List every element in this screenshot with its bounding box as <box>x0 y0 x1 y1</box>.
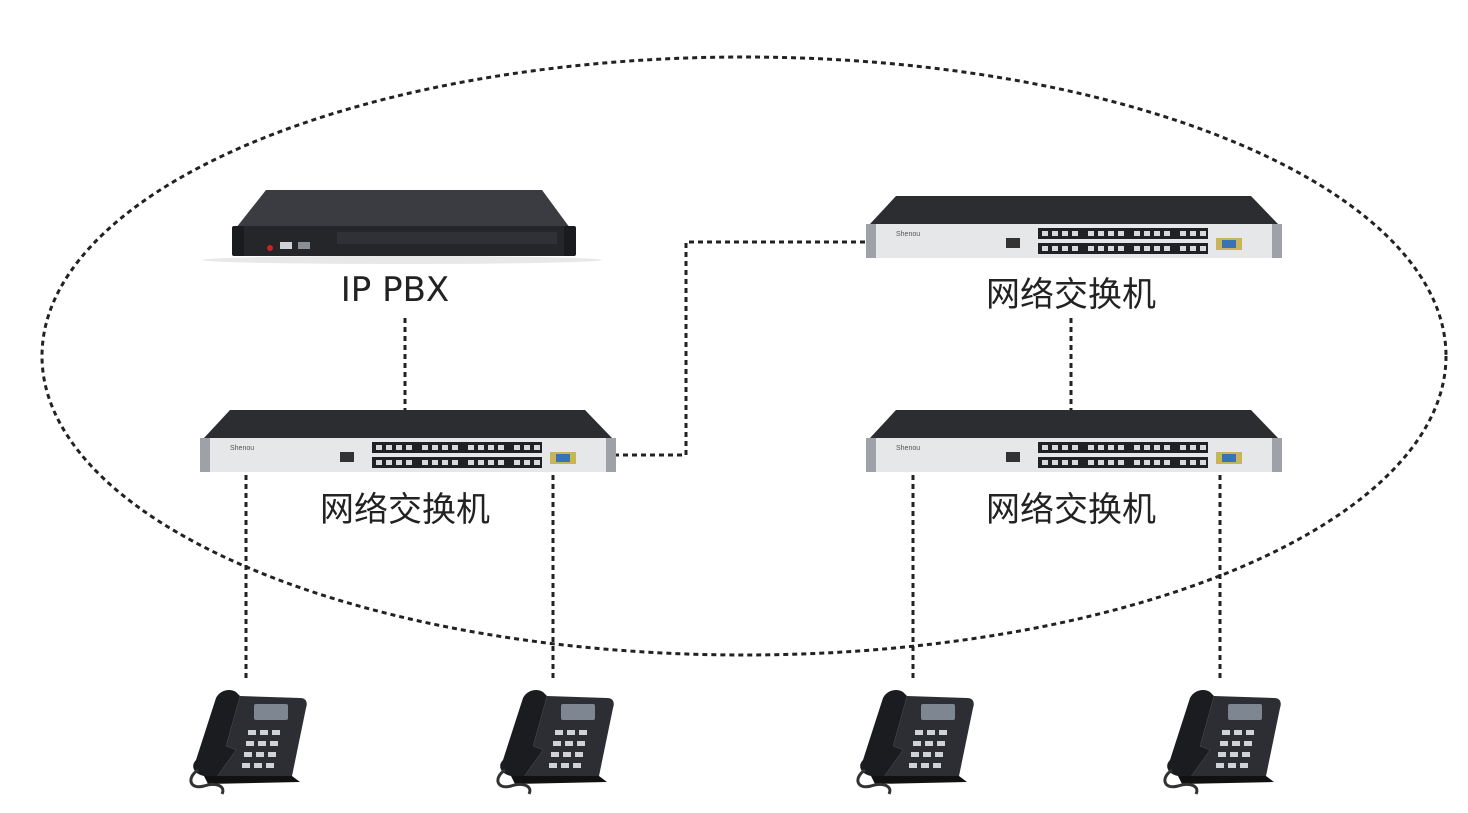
switch-top-right-label: 网络交换机 <box>986 275 1156 315</box>
network-boundary-ellipse <box>40 55 1448 657</box>
switch-brand: Shenou <box>896 445 920 452</box>
switch-bottom-right-label: 网络交换机 <box>986 490 1156 530</box>
ip-phone-icon <box>496 688 616 796</box>
switch-brand: Shenou <box>230 445 254 452</box>
ip-phone-icon <box>189 688 309 796</box>
switch-left-label: 网络交换机 <box>320 490 490 530</box>
ip-phone-icon <box>1163 688 1283 796</box>
network-switch-icon: Shenou <box>866 410 1282 472</box>
network-switch-icon: Shenou <box>866 196 1282 258</box>
pbx-label: IP PBX <box>341 270 449 310</box>
link-switch-left-to-top-right <box>614 240 868 457</box>
ip-phone-icon <box>856 688 976 796</box>
network-switch-icon: Shenou <box>200 410 616 472</box>
connection-lines <box>244 240 1222 682</box>
rack-server-icon <box>202 190 602 264</box>
switch-brand: Shenou <box>896 231 920 238</box>
